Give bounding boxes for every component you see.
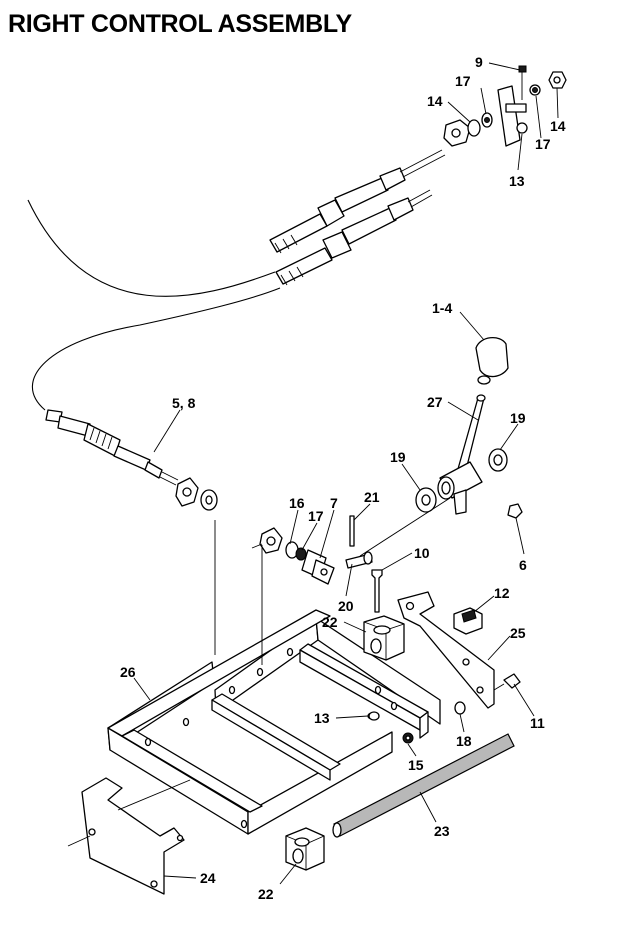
callout-19: 19 bbox=[510, 410, 526, 426]
callout-9: 9 bbox=[475, 54, 483, 70]
callout-5-8: 5, 8 bbox=[172, 395, 196, 411]
bracket-24 bbox=[67, 777, 191, 895]
callout-13: 13 bbox=[509, 173, 525, 189]
shaft-23 bbox=[332, 733, 515, 838]
callout-17: 17 bbox=[535, 136, 551, 152]
callout-6: 6 bbox=[519, 557, 527, 573]
callout-10: 10 bbox=[414, 545, 430, 561]
block-12 bbox=[453, 607, 483, 635]
upper-cable-end-1 bbox=[269, 149, 446, 254]
callout-7: 7 bbox=[330, 495, 338, 511]
clevis-linkage bbox=[251, 515, 383, 613]
callout-23: 23 bbox=[434, 823, 450, 839]
callout-25: 25 bbox=[510, 625, 526, 641]
callout-12: 12 bbox=[494, 585, 510, 601]
callout-13: 13 bbox=[314, 710, 330, 726]
upper-bracket-hardware bbox=[443, 65, 567, 147]
callout-11: 11 bbox=[530, 715, 545, 731]
callout-26: 26 bbox=[120, 664, 136, 680]
callout-19: 19 bbox=[390, 449, 406, 465]
frame-weldment bbox=[107, 520, 441, 835]
callout-16: 16 bbox=[289, 495, 305, 511]
callout-14: 14 bbox=[550, 118, 566, 134]
callout-20: 20 bbox=[338, 598, 354, 614]
callout-17: 17 bbox=[308, 508, 324, 524]
bracket-25 bbox=[397, 591, 495, 709]
block-22-upper bbox=[363, 615, 405, 661]
small-hardware bbox=[368, 673, 521, 744]
block-22-lower bbox=[285, 827, 325, 871]
leader-lines bbox=[133, 62, 559, 885]
page-title: RIGHT CONTROL ASSEMBLY bbox=[8, 10, 352, 38]
callout-27: 27 bbox=[427, 394, 443, 410]
callout-17: 17 bbox=[455, 73, 471, 89]
control-lever bbox=[359, 337, 523, 557]
callout-21: 21 bbox=[364, 489, 380, 505]
callout-18: 18 bbox=[456, 733, 472, 749]
control-cable-lines bbox=[27, 199, 281, 411]
callout-22: 22 bbox=[322, 614, 338, 630]
callout-labels: 9 17 14 14 17 13 1-4 27 19 19 5, 8 6 16 … bbox=[120, 54, 566, 902]
callout-1-4: 1-4 bbox=[432, 300, 452, 316]
callout-15: 15 bbox=[408, 757, 424, 773]
callout-24: 24 bbox=[200, 870, 216, 886]
callout-14: 14 bbox=[427, 93, 443, 109]
callout-22: 22 bbox=[258, 886, 274, 902]
lower-cable-end bbox=[45, 409, 218, 511]
upper-cable-end-2 bbox=[275, 189, 433, 286]
